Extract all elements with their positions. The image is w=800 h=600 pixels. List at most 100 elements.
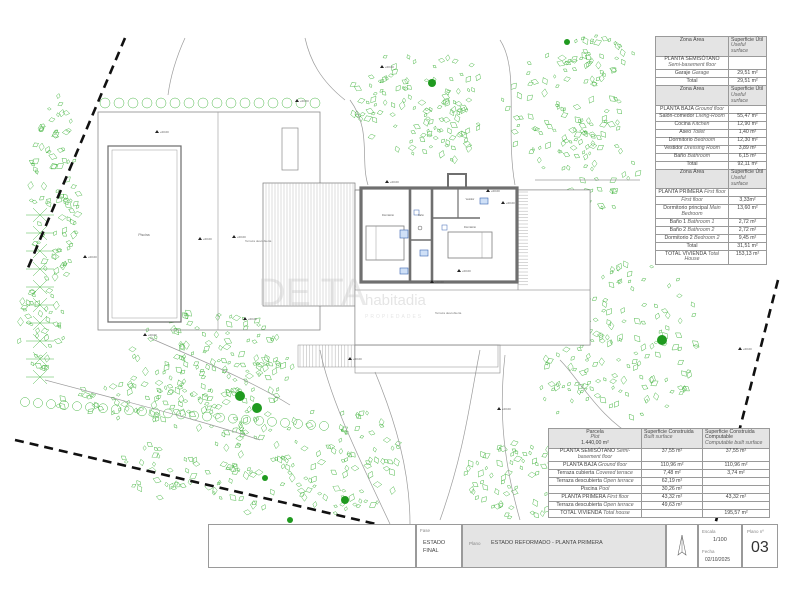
area-value-cell: 153,13 m² [728, 250, 767, 265]
zone-cell: Baño Bathroom [655, 152, 729, 162]
built-value-cell: 62,19 m² [641, 477, 703, 487]
computable-value-cell: 3,74 m² [702, 469, 770, 479]
room-label-bedroom-right: Dormitorio [464, 225, 477, 229]
scale-value: 1/100 [713, 537, 727, 543]
svg-text:+00.00: +00.00 [300, 99, 309, 103]
plot-header: Parcela Plot 1.440,00 m² [548, 428, 642, 449]
floor-cell: Terraza descubierta Open terrace [548, 501, 642, 511]
svg-text:+00.00: +00.00 [203, 237, 212, 241]
area-value-cell: 92,11 m² [728, 160, 767, 170]
terrace-left-label: Terraza descubierta [245, 239, 272, 243]
room-label-bedroom-left: Dormitorio [382, 213, 395, 217]
zone-cell: Salón-comedor Living-Room [655, 112, 729, 122]
zone-cell: Dormitorio principal Main Bedroom [655, 204, 729, 220]
date-label: Fecha [702, 549, 715, 554]
plan-value: ESTADO REFORMADO - PLANTA PRIMERA [491, 540, 603, 546]
zone-cell: Vestidor Dressing Room [655, 144, 729, 154]
sheet-label: Plano nº [747, 529, 764, 534]
site-lines [44, 37, 641, 525]
svg-text:+00.00: +00.00 [148, 333, 157, 337]
pool [107, 145, 182, 323]
title-block-scale: Escala 1/100 Fecha 02/10/2025 [698, 524, 742, 568]
built-value-cell [641, 509, 703, 519]
vegetation-layer [16, 34, 700, 523]
area-value-cell [728, 104, 767, 114]
zone-cell: TOTAL VIVIENDA Total House [655, 250, 729, 265]
area-value-cell [728, 55, 767, 71]
area-value-cell: 12,90 m² [728, 120, 767, 130]
svg-text:+00.00: +00.00 [502, 407, 511, 411]
svg-text:DE TA: DE TA [258, 272, 367, 314]
computable-value-cell [702, 477, 770, 487]
terrace-bottom-label: Terraza descubierta [435, 311, 462, 315]
built-value-cell: 30,26 m² [641, 485, 703, 495]
north-arrow-icon [677, 534, 687, 556]
built-header: Superficie Construida Built surface [641, 428, 703, 449]
zone-cell: Garaje Garage [655, 69, 729, 79]
built-value-cell: 43,32 m² [641, 493, 703, 503]
svg-text:PROPIEDADES: PROPIEDADES [365, 314, 423, 320]
scale-label: Escala [702, 529, 716, 534]
area-value-cell: 29,51 m² [728, 69, 767, 79]
svg-text:habitadia: habitadia [365, 292, 427, 309]
room-label-bath: Baño [418, 214, 424, 217]
floor-cell: Terraza cubierta Covered terrace [548, 469, 642, 479]
svg-text:+00.00: +00.00 [390, 180, 399, 184]
svg-text:+00.00: +00.00 [435, 280, 444, 284]
sheet-number: 03 [751, 539, 769, 556]
phase-label: Fase [420, 528, 431, 533]
floor-cell: PLANTA PRIMERA First floor [548, 493, 642, 503]
zone-header: Zona Área [655, 168, 729, 190]
pool-label: Piscina [138, 233, 149, 237]
title-block-north [666, 524, 698, 568]
table-row: Total 92,11 m² [655, 160, 767, 170]
area-value-cell: 29,51 m² [728, 77, 767, 87]
area-value-cell: 12,30 m² [728, 136, 767, 146]
area-value-cell: 9,45 m² [728, 234, 767, 244]
svg-text:+00.00: +00.00 [248, 317, 257, 321]
title-block-sheet: Plano nº 03 [742, 524, 778, 568]
table-row: Total 29,51 m² [655, 77, 767, 87]
table-row: Total 31,51 m² [655, 242, 767, 252]
table-row: PLANTA PRIMERA First floor [655, 188, 767, 198]
area-value-cell [728, 188, 767, 198]
built-value-cell: 110,96 m² [641, 461, 703, 471]
room-label-dressing: Vestidor [466, 198, 475, 201]
built-value-cell: 49,63 m² [641, 501, 703, 511]
table-header-row: Parcela Plot 1.440,00 m² Superficie Cons… [548, 428, 770, 449]
floor-cell: PLANTA BAJA Ground floor [548, 461, 642, 471]
zone-cell: Dormitorio Bedroom [655, 136, 729, 146]
zone-header: Zona Área [655, 36, 729, 57]
computable-value-cell [702, 501, 770, 511]
zone-cell: PLANTA PRIMERA First floor [655, 188, 729, 198]
svg-text:+00.00: +00.00 [385, 65, 394, 69]
area-value-cell: 13,60 m² [728, 204, 767, 220]
chimney [447, 173, 467, 189]
area-value-cell: 6,15 m² [728, 152, 767, 162]
area-value-cell: 55,47 m² [728, 112, 767, 122]
floor-cell: TOTAL VIVIENDA Total house [548, 509, 642, 519]
pergola-left [262, 182, 356, 307]
table-row: PLANTA BAJA Ground floor [655, 104, 767, 114]
